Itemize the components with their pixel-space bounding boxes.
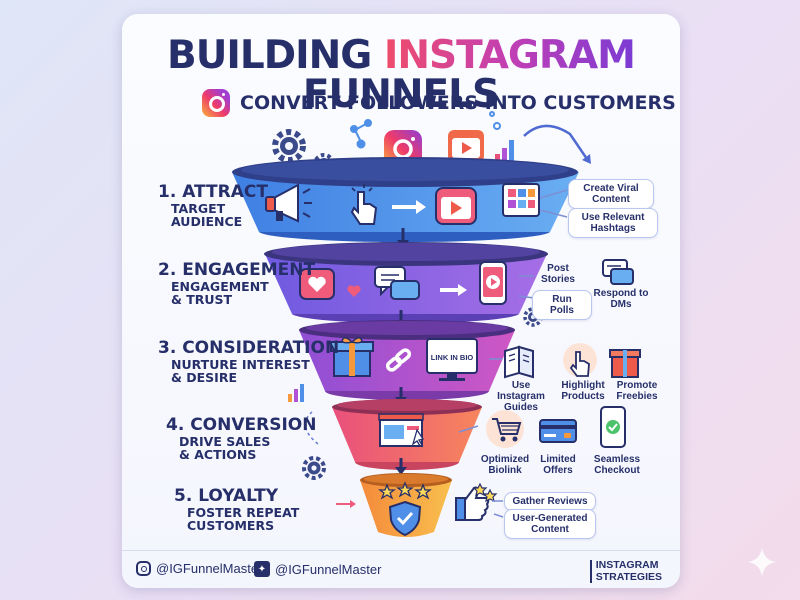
connector-line — [458, 425, 479, 433]
connector-line — [492, 500, 504, 518]
stage-subtitle: & DESIRE — [171, 369, 237, 385]
credit-card-icon — [539, 419, 577, 443]
funnel-illustration: LINK IN BIO — [232, 111, 641, 537]
phone-check-icon — [600, 406, 626, 448]
subtitle: CONVERT FOLLOWERS INTO CUSTOMERS — [240, 92, 676, 114]
stage-heading: 5. LOYALTY — [174, 486, 279, 506]
arrow-right-icon — [440, 284, 467, 296]
arrow-down-icon — [395, 458, 407, 475]
shield-check-icon — [388, 500, 422, 537]
stage-subtitle: ENGAGEMENT — [171, 278, 269, 294]
cursor-hand-icon — [350, 184, 378, 225]
stage-subtitle: & TRUST — [171, 291, 233, 307]
instagram-handle[interactable]: @IGFunnelMaster — [136, 561, 262, 576]
stage-subtitle: NURTURE INTEREST — [171, 356, 310, 372]
sparkle-icon — [748, 548, 776, 576]
brand-line: INSTAGRAM — [595, 559, 659, 571]
bar-chart-icon — [495, 140, 514, 164]
title-part-building: BUILDING — [167, 33, 384, 78]
tactic-seamless-checkout: Seamless Checkout — [593, 454, 641, 476]
tactic-post-stories: Post Stories — [541, 263, 575, 285]
video-play-icon — [448, 130, 484, 162]
star-rating-icons — [472, 482, 498, 503]
stage-subtitle: & ACTIONS — [179, 446, 257, 462]
link-chain-icon — [385, 348, 412, 372]
funnel-tier-attract — [232, 157, 579, 243]
stage-conversion: 4. CONVERSION DRIVE SALES & ACTIONS — [166, 415, 317, 462]
storefront-checkout-icon — [378, 413, 425, 447]
title-part-instagram: INSTAGRAM — [383, 33, 636, 78]
stage-subtitle: FOSTER REPEAT — [187, 504, 300, 520]
tactic-run-polls: Run Polls — [532, 290, 592, 320]
connector-line — [518, 275, 535, 299]
tactic-create-viral-content: Create Viral Content — [568, 179, 654, 209]
link-in-bio-label: LINK IN BIO — [431, 353, 474, 362]
tactic-highlight-products: Highlight Products — [561, 380, 605, 402]
star-rating-icons — [378, 481, 432, 500]
stage-loyalty: 5. LOYALTY FOSTER REPEAT CUSTOMERS — [174, 486, 300, 533]
stage-subtitle: DRIVE SALES — [179, 433, 271, 449]
network-nodes-icon — [350, 119, 372, 149]
gear-icon — [302, 456, 326, 480]
instagram-handle-text: @IGFunnelMaster — [156, 561, 263, 576]
twitter-bird-icon: ✦ — [254, 561, 270, 577]
pointer-hand-icon — [563, 343, 597, 377]
stage-subtitle: TARGET — [171, 200, 226, 216]
content-grid-icon — [502, 183, 540, 217]
tactic-use-instagram-guides: Use Instagram Guides — [497, 380, 545, 413]
brand-line: STRATEGIES — [595, 570, 662, 583]
gift-box-icon — [330, 337, 374, 377]
dm-chat-icon — [602, 259, 634, 285]
heart-post-icon — [299, 268, 335, 300]
stage-consideration: 3. CONSIDERATION NURTURE INTEREST & DESI… — [158, 338, 340, 385]
twitter-handle-text: @IGFunnelMaster — [275, 561, 382, 577]
stage-subtitle: AUDIENCE — [171, 213, 243, 229]
stage-attract: 1. ATTRACT TARGET AUDIENCE — [158, 182, 268, 229]
open-book-guide-icon — [504, 345, 534, 379]
subtitle-row: CONVERT FOLLOWERS INTO CUSTOMERS — [202, 88, 676, 118]
instagram-logo-icon — [202, 89, 230, 117]
megaphone-icon — [265, 183, 312, 223]
shopping-cart-icon — [486, 410, 524, 448]
stage-heading: 3. CONSIDERATION — [158, 338, 340, 358]
phone-video-icon — [479, 261, 507, 305]
page-title: BUILDING INSTAGRAM FUNNELS — [122, 36, 680, 114]
chat-bubbles-icon — [374, 266, 420, 300]
arrow-right-icon — [392, 200, 426, 214]
tactic-use-relevant-hashtags: Use Relevant Hashtags — [568, 208, 658, 238]
twitter-handle[interactable]: ✦ @IGFunnelMaster — [254, 561, 381, 577]
title-part-funnels: FUNNELS — [302, 72, 500, 117]
bar-chart-icon — [288, 384, 304, 402]
tactic-respond-to-dms: Respond to DMs — [593, 288, 649, 310]
stage-engagement: 2. ENGAGEMENT ENGAGEMENT & TRUST — [158, 260, 316, 307]
tactic-user-generated-content: User-Generated Content — [504, 509, 596, 539]
infographic-card: BUILDING INSTAGRAM FUNNELS CONVERT FOLLO… — [122, 14, 680, 588]
reels-video-icon — [435, 187, 477, 225]
tactic-optimized-biolink: Optimized Biolink — [480, 454, 530, 476]
stage-heading: 1. ATTRACT — [158, 182, 268, 202]
tactic-limited-offers: Limited Offers — [540, 454, 576, 476]
curved-arrow-head-icon — [582, 154, 591, 164]
arrow-right-icon — [336, 500, 356, 508]
instagram-icon — [136, 561, 151, 576]
tactic-promote-freebies: Promote Freebies — [616, 380, 658, 402]
stage-heading: 2. ENGAGEMENT — [158, 260, 316, 280]
stage-heading: 4. CONVERSION — [166, 415, 317, 435]
connector-line — [539, 189, 568, 218]
small-heart-icon — [347, 285, 361, 297]
gear-icon — [272, 129, 306, 163]
link-in-bio-screen — [426, 338, 478, 381]
stage-subtitle: CUSTOMERS — [187, 517, 275, 533]
brand-mark: INSTAGRAM STRATEGIES — [589, 559, 662, 584]
dots-icon — [489, 111, 501, 130]
footer: @IGFunnelMaster ✦ @IGFunnelMaster INSTAG… — [122, 550, 680, 588]
gift-box-icon — [609, 349, 641, 378]
curved-arrow-icon — [523, 124, 589, 160]
